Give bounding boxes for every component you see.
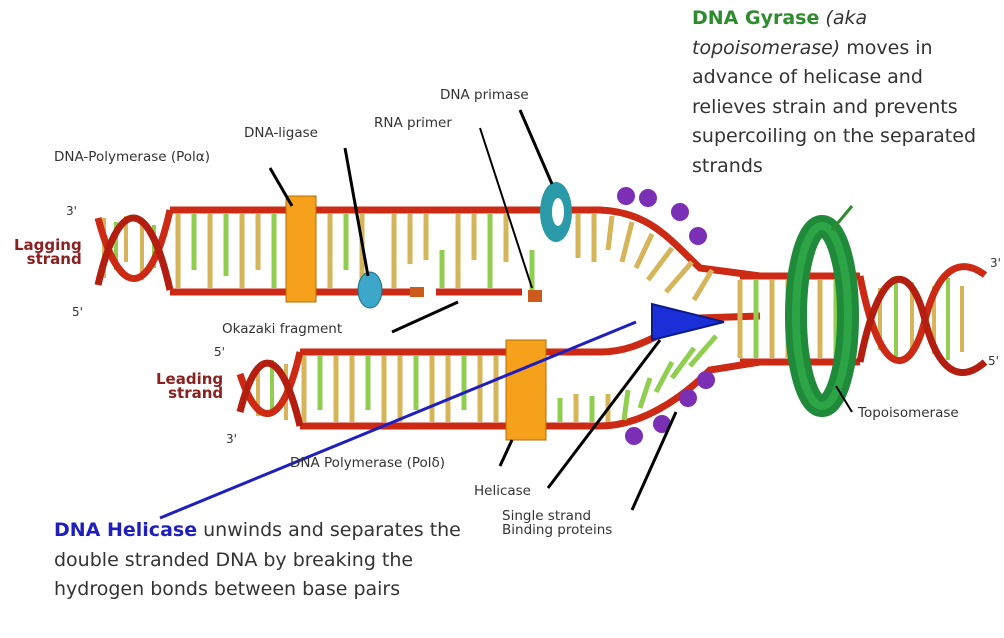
dna-ligase-label: DNA-ligase	[244, 126, 318, 141]
helicase-label: Helicase	[474, 484, 531, 499]
dna-ligase-shape	[358, 272, 382, 308]
lagging-top-end-label: 3'	[66, 204, 77, 218]
ssb-label-line2: Binding proteins	[502, 524, 612, 538]
leading-top-end-label: 5'	[214, 345, 225, 359]
leading-helix	[240, 352, 300, 426]
helicase-note-term: DNA Helicase	[54, 519, 197, 541]
topoisomerase-label: Topoisomerase	[858, 406, 959, 421]
right-helix	[860, 267, 985, 373]
lagging-base-pairs	[178, 214, 712, 300]
rna-primer-label: RNA primer	[374, 116, 452, 131]
gyrase-note-term: DNA Gyrase	[692, 7, 819, 29]
gyrase-note: DNA Gyrase (aka topoisomerase) moves in …	[692, 4, 1000, 181]
helicase-shape	[652, 304, 724, 340]
leading-bottom-end-label: 3'	[226, 432, 237, 446]
okazaki-fragment-label: Okazaki fragment	[222, 322, 342, 337]
right-bottom-end-label: 5'	[988, 354, 999, 368]
leading-strand-label: Leading strand	[156, 372, 223, 401]
helicase-note: DNA Helicase unwinds and separates the d…	[54, 516, 474, 605]
lagging-strand-label: Lagging strand	[14, 238, 82, 267]
dna-primase-shape	[540, 182, 572, 242]
right-top-end-label: 3'	[990, 256, 1001, 270]
lagging-strand-label-line2: strand	[14, 252, 82, 266]
leading-strand-label-line2: strand	[156, 386, 223, 400]
lagging-bottom-end-label: 5'	[72, 305, 83, 319]
dna-primase-label: DNA primase	[440, 88, 529, 103]
dna-polymerase-delta-label: DNA Polymerase (Polδ)	[290, 456, 445, 471]
dna-polymerase-delta-shape	[506, 340, 546, 440]
lagging-helix	[98, 210, 170, 290]
dna-polymerase-alpha-label: DNA-Polymerase (Polα)	[54, 150, 210, 165]
dna-polymerase-alpha-shape	[286, 196, 316, 302]
ssb-label: Single strand Binding proteins	[502, 510, 612, 537]
